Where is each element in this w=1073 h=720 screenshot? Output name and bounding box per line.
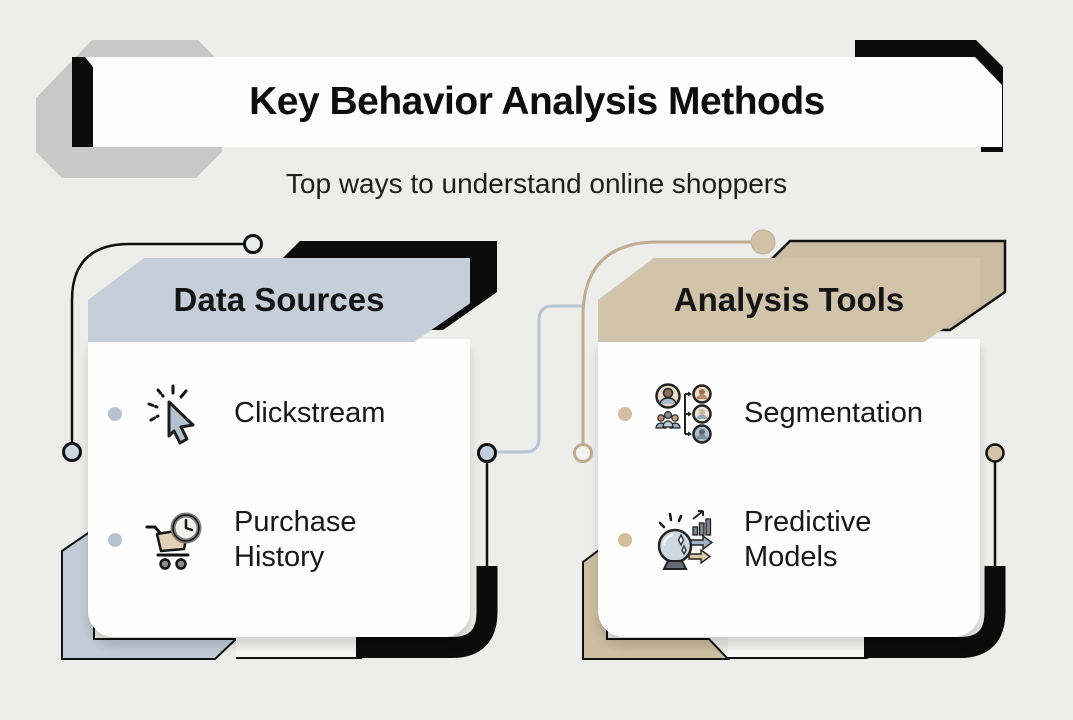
cart-clock-icon — [142, 507, 208, 573]
bullet-dot — [618, 407, 632, 421]
segmentation-icon — [652, 381, 718, 447]
item-label: Segmentation — [744, 397, 923, 430]
data-sources-card-header: Data Sources — [88, 258, 470, 342]
bullet-dot — [618, 533, 632, 547]
item-label: Clickstream — [234, 397, 386, 430]
title-banner: Key Behavior Analysis Methods — [72, 57, 1002, 147]
left-top-node-circle — [243, 234, 263, 254]
data-sources-title: Data Sources — [173, 281, 385, 318]
list-item-purchase-history: Purchase History — [108, 494, 468, 586]
right-card-bottom-white-strip — [728, 637, 866, 658]
item-label: Predictive Models — [744, 505, 872, 573]
left-card-black-corner-band — [356, 566, 498, 658]
right-card-black-corner-band — [864, 566, 1006, 658]
page-title: Key Behavior Analysis Methods — [249, 80, 825, 123]
center-blue-node-circle — [477, 443, 497, 463]
right-tan-circuit-line — [581, 240, 751, 444]
analysis-tools-card-header: Analysis Tools — [598, 258, 980, 342]
left-card-bottom-white-strip — [236, 637, 360, 658]
cursor-click-icon — [142, 381, 208, 447]
bullet-dot — [108, 407, 122, 421]
page-subtitle: Top ways to understand online shoppers — [285, 168, 788, 199]
banner-left-bracket — [72, 57, 93, 147]
left-bottom-node-circle — [62, 442, 82, 462]
left-black-circuit-line — [70, 242, 245, 444]
center-blue-connector-line — [496, 304, 583, 454]
center-tan-node-circle — [573, 443, 593, 463]
right-bottom-node-circle — [985, 443, 1005, 463]
list-item-clickstream: Clickstream — [108, 375, 468, 453]
right-top-filled-node-circle — [750, 229, 776, 255]
crystal-ball-icon — [652, 507, 718, 573]
bullet-dot — [108, 533, 122, 547]
data-sources-card-body — [88, 339, 470, 637]
item-label: Purchase History — [234, 505, 357, 573]
list-item-predictive-models: Predictive Models — [618, 494, 998, 586]
list-item-segmentation: Segmentation — [618, 375, 998, 453]
analysis-tools-title: Analysis Tools — [673, 281, 905, 318]
